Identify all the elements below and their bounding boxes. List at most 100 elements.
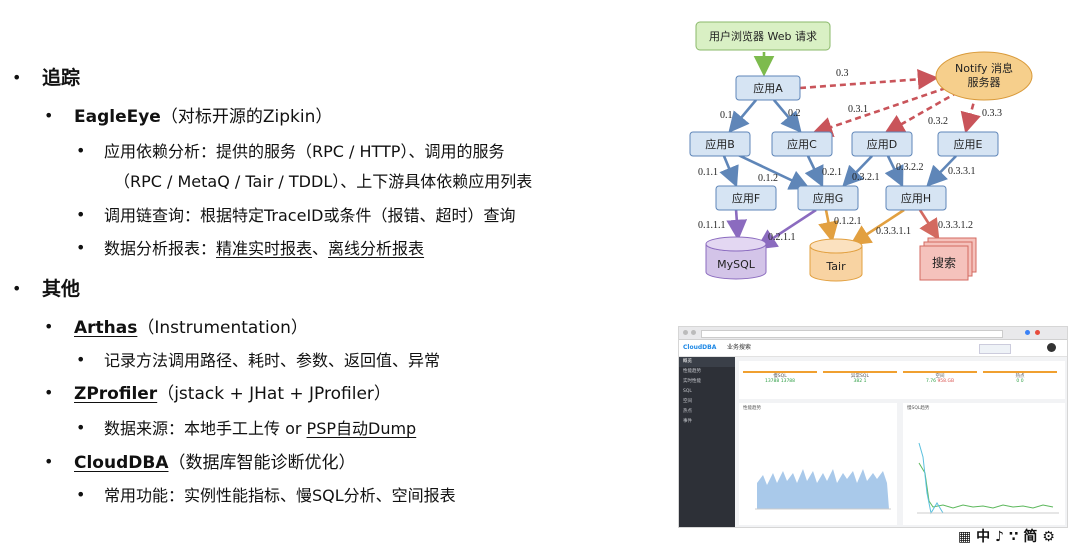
extension-icon[interactable] — [1025, 330, 1030, 335]
arthas-name[interactable]: Arthas — [74, 318, 138, 338]
address-bar[interactable] — [701, 330, 1003, 338]
sidebar-item-hotspot[interactable]: 热点 — [683, 409, 692, 414]
arthas-note: （Instrumentation） — [137, 318, 308, 338]
perf-trend-panel: 性能趋势 — [739, 403, 897, 525]
card-value: 1 — [863, 379, 867, 384]
slow-sql-line-green — [918, 462, 1054, 509]
edge-a-notify — [799, 68, 939, 90]
label-app-d: 应用D — [867, 137, 897, 151]
edge-notify-d — [883, 90, 959, 135]
edge-label: 0.2 — [788, 108, 801, 119]
label-notify-2: 服务器 — [968, 76, 1001, 89]
edge-notify-c — [811, 86, 947, 137]
zprofiler-detail-prefix: 数据来源：本地手工上传 or — [104, 419, 307, 438]
card-title: 异常SQL — [851, 374, 869, 379]
edge-g-tair — [818, 209, 839, 243]
sidebar-item-sql[interactable]: SQL — [683, 389, 692, 394]
perf-area — [757, 469, 889, 509]
realtime-report-link[interactable]: 精准实时报表 — [216, 239, 313, 258]
section-title-tracing: 追踪 — [42, 67, 81, 89]
zprofiler-line: ZProfiler（jstack + JHat + JProfiler） — [74, 382, 391, 406]
sidebar-item-space[interactable]: 空间 — [683, 399, 692, 404]
bullet-dot: • — [44, 452, 54, 471]
summary-card[interactable]: 异常SQL 382 1 — [823, 371, 897, 397]
edge-label: 0.3 — [836, 68, 849, 79]
bullet-dot: • — [76, 485, 86, 504]
edge-label: 0.3.2 — [928, 116, 948, 127]
edge-label: 0.2.1.1 — [768, 232, 796, 243]
edge-label: 0.2.1 — [822, 167, 842, 178]
summary-card[interactable]: 热点 0 0 — [983, 371, 1057, 397]
edge-label: 0.1.1 — [698, 167, 718, 178]
perf-trend-chart — [755, 469, 891, 510]
extension-icon[interactable] — [1035, 330, 1040, 335]
slow-sql-line-blue — [918, 442, 1053, 515]
outline: • 追踪 • EagleEye（对标开源的Zipkin） • 应用依赖分析：提供… — [12, 67, 532, 505]
card-value: 7.76 — [925, 379, 936, 384]
edge-label: 0.3.2.2 — [896, 162, 924, 173]
bullet-dot: • — [76, 418, 86, 437]
clouddba-name[interactable]: CloudDBA — [74, 453, 169, 473]
label-app-f: 应用F — [732, 191, 760, 205]
bullet-dot: • — [76, 238, 86, 257]
bullet-dot: • — [12, 68, 22, 87]
sidebar-item-events[interactable]: 事件 — [683, 419, 692, 424]
card-values: 0 0 — [983, 379, 1057, 384]
card-value: 0 — [1016, 379, 1020, 384]
label-search: 搜索 — [932, 255, 956, 270]
eagleeye-note: （对标开源的Zipkin） — [160, 107, 333, 127]
summary-card[interactable]: 慢SQL 13788 13788 — [743, 371, 817, 397]
label-browser: 用户浏览器 Web 请求 — [709, 29, 817, 43]
edge-label: 0.3.3.1.1 — [876, 226, 911, 237]
clouddba-logo[interactable]: CloudDBA — [683, 344, 717, 351]
edge-label: 0.1 — [720, 110, 733, 121]
edge-a-b — [728, 99, 757, 133]
sidebar-item-overview[interactable]: 概览 — [679, 357, 735, 367]
bullet-dot: • — [44, 383, 54, 402]
label-app-h: 应用H — [901, 191, 931, 205]
slow-sql-title: 慢SQL趋势 — [907, 406, 930, 411]
ime-toolbar[interactable]: ▦ 中 ♪ ∵ 简 ⚙ — [958, 529, 1055, 545]
card-value: 958.GB — [937, 379, 955, 384]
psp-autodump-link[interactable]: PSP自动Dump — [306, 419, 417, 438]
trace-query-line: 调用链查询：根据特定TraceID或条件（报错、超时）查询 — [104, 206, 516, 225]
perf-trend-title: 性能趋势 — [743, 406, 761, 411]
sidebar-item-realtime[interactable]: 实时性能 — [683, 379, 701, 384]
clouddba-detail: 常用功能：实例性能指标、慢SQL分析、空间报表 — [104, 486, 456, 505]
edge-a-c — [773, 99, 802, 133]
edge-b-g — [735, 152, 811, 190]
browser-toolbar — [679, 327, 1067, 340]
card-title: 慢SQL — [773, 374, 787, 379]
node-app-d — [851, 131, 913, 157]
card-value: 0 — [1020, 379, 1024, 384]
node-browser — [695, 21, 831, 51]
dashboard-header: CloudDBA 业务搜索 — [679, 340, 1067, 357]
node-app-c — [771, 131, 833, 157]
edge-label: 0.3.1 — [848, 104, 868, 115]
arthas-line: Arthas（Instrumentation） — [74, 316, 308, 340]
edge-label: 0.3.3.1.2 — [938, 220, 973, 231]
label-notify-1: Notify 消息 — [955, 61, 1013, 75]
edge-label: 0.3.3.1 — [948, 166, 976, 177]
zprofiler-detail: 数据来源：本地手工上传 or PSP自动Dump — [104, 417, 416, 441]
header-search[interactable] — [979, 344, 1011, 354]
zprofiler-note: （jstack + JHat + JProfiler） — [157, 384, 391, 404]
avatar[interactable] — [1047, 343, 1056, 352]
edge-label: 0.1.2 — [758, 173, 778, 184]
zprofiler-name[interactable]: ZProfiler — [74, 384, 158, 404]
clouddba-dashboard-screenshot: CloudDBA 业务搜索 概览 性能趋势 实时性能 SQL 空间 热点 事件 … — [678, 326, 1068, 528]
node-app-e — [937, 131, 999, 157]
node-app-h — [885, 185, 947, 211]
summary-card[interactable]: 空间 7.76 958.GB — [903, 371, 977, 397]
bullet-dot: • — [76, 205, 86, 224]
trace-diagram-svg: 用户浏览器 Web 请求 Notify 消息 服务器 应用A 应用B 应用C 应… — [689, 21, 1033, 282]
sidebar: 概览 性能趋势 实时性能 SQL 空间 热点 事件 — [679, 357, 735, 527]
node-search — [919, 245, 969, 281]
node-app-a — [735, 75, 801, 101]
edge-h-search — [918, 209, 940, 241]
label-tair: Tair — [825, 260, 846, 273]
sidebar-item-perf-trend[interactable]: 性能趋势 — [683, 369, 701, 374]
offline-report-link[interactable]: 离线分析报表 — [328, 239, 425, 258]
slow-sql-chart — [917, 442, 1059, 515]
bullet-dot: • — [12, 279, 22, 298]
